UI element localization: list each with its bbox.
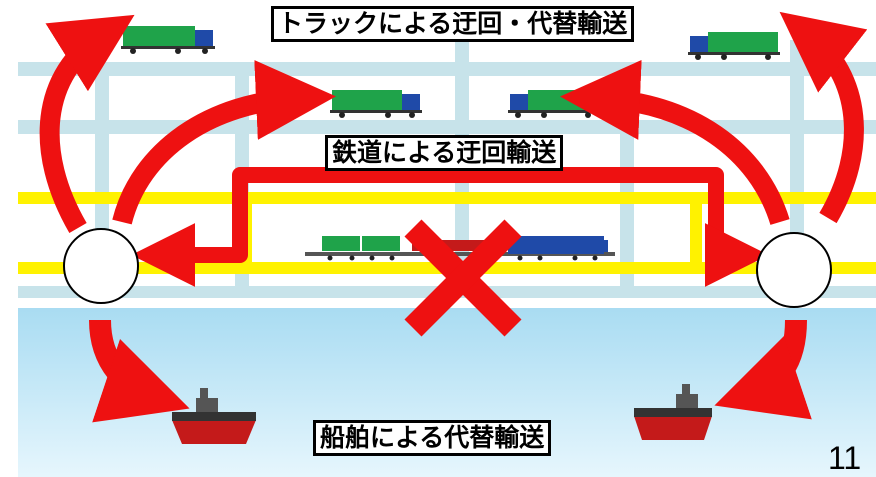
arrow-truck-inner-left — [112, 60, 336, 225]
truck-mid-left — [330, 90, 422, 118]
arrow-rail-left — [131, 167, 472, 287]
detour-arrows — [39, 11, 868, 423]
truck-top-left — [121, 26, 215, 54]
cross-x-icon — [404, 219, 522, 337]
arrow-truck-outer-right — [779, 11, 868, 224]
arrow-truck-outer-left — [39, 14, 135, 234]
arrow-rail-right — [472, 167, 769, 287]
ship-right — [634, 384, 712, 440]
label-ship-alternative: 船舶による代替輸送 — [313, 420, 552, 456]
arrow-truck-inner-right — [560, 59, 790, 226]
ship-left — [172, 388, 256, 444]
label-truck-detour: トラックによる迂回・代替輸送 — [271, 6, 635, 42]
truck-mid-right — [508, 90, 600, 118]
station-right — [756, 232, 832, 308]
arrow-ship-right — [714, 319, 812, 420]
arrow-ship-left — [89, 319, 190, 423]
station-left — [63, 228, 139, 304]
freight-train — [305, 236, 615, 261]
truck-top-right — [688, 32, 780, 60]
page-number: 11 — [828, 440, 862, 476]
label-rail-detour: 鉄道による迂回輸送 — [325, 135, 564, 171]
